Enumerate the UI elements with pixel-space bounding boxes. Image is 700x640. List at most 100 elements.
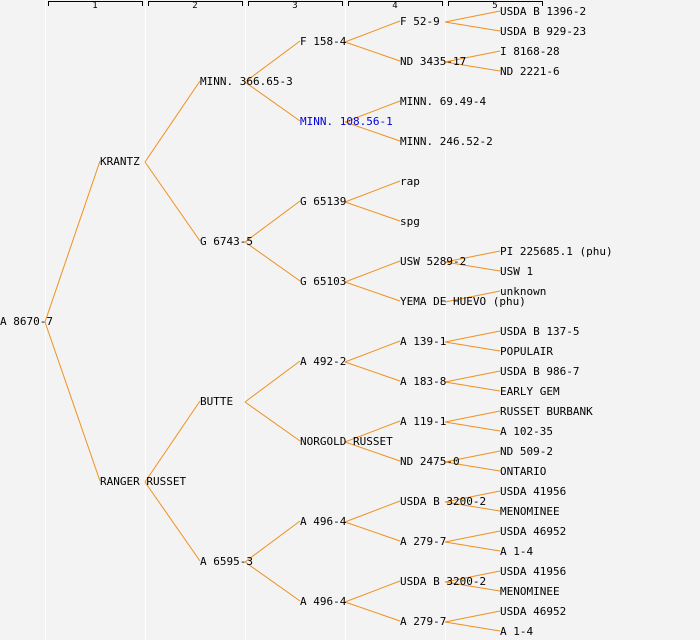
tree-edge — [344, 340, 401, 363]
pedigree-node[interactable]: ND 3435-17 — [400, 55, 467, 68]
pedigree-node[interactable]: USDA B 137-5 — [500, 325, 580, 338]
tree-edge — [444, 581, 501, 592]
pedigree-node[interactable]: ND 2221-6 — [500, 65, 560, 78]
generation-bracket — [448, 1, 543, 6]
tree-edge — [344, 361, 401, 382]
pedigree-node[interactable]: G 65103 — [300, 275, 347, 288]
tree-edge — [444, 621, 501, 632]
pedigree-node[interactable]: BUTTE — [200, 395, 234, 408]
tree-edge — [144, 481, 201, 562]
pedigree-node[interactable]: PI 225685.1 (phu) — [500, 245, 613, 258]
tree-edge — [444, 290, 501, 303]
pedigree-node[interactable]: A 1-4 — [500, 625, 534, 638]
pedigree-node[interactable]: A 279-7 — [400, 535, 447, 548]
pedigree-node[interactable]: ND 2475-0 — [400, 455, 460, 468]
pedigree-node[interactable]: spg — [400, 215, 420, 228]
tree-edge — [244, 40, 301, 83]
pedigree-node[interactable]: F 158-4 — [300, 35, 347, 48]
tree-edge — [144, 400, 201, 483]
pedigree-node[interactable]: USDA B 3200-2 — [400, 495, 487, 508]
tree-edge — [344, 100, 401, 123]
tree-edge — [444, 21, 501, 32]
pedigree-node[interactable]: A 119-1 — [400, 415, 447, 428]
tree-edge — [244, 360, 301, 403]
grid-lines — [45, 0, 446, 640]
tree-edge — [344, 281, 401, 302]
tree-edge — [344, 121, 401, 142]
pedigree-node[interactable]: MINN. 246.52-2 — [400, 135, 493, 148]
pedigree-node[interactable]: RANGER RUSSET — [100, 475, 187, 488]
tree-edge — [144, 80, 201, 163]
tree-edge — [244, 520, 301, 563]
tree-edge — [444, 541, 501, 552]
tree-edge — [344, 180, 401, 203]
generation-label: 2 — [192, 1, 198, 11]
generation-bracket — [48, 1, 143, 6]
tree-edge — [444, 10, 501, 23]
tree-edge — [344, 521, 401, 542]
pedigree-node[interactable]: A 279-7 — [400, 615, 447, 628]
generation-label: 1 — [92, 1, 98, 11]
pedigree-node[interactable]: USDA 41956 — [500, 485, 567, 498]
tree-edge — [344, 41, 401, 62]
pedigree-node[interactable]: A 8670-7 — [0, 315, 53, 328]
pedigree-node[interactable]: RUSSET BURBANK — [500, 405, 593, 418]
pedigree-node[interactable]: MENOMINEE — [500, 585, 560, 598]
pedigree-node[interactable]: A 102-35 — [500, 425, 553, 438]
pedigree-node[interactable]: MINN. 69.49-4 — [400, 95, 487, 108]
pedigree-node[interactable]: USDA 41956 — [500, 565, 567, 578]
pedigree-node[interactable]: USW 5289-2 — [400, 255, 467, 268]
pedigree-node[interactable]: YEMA DE HUEVO (phu) — [400, 295, 526, 308]
tree-edge — [444, 381, 501, 392]
pedigree-node[interactable]: USDA 46952 — [500, 605, 567, 618]
pedigree-node[interactable]: F 52-9 — [400, 15, 440, 28]
tree-edge — [244, 401, 301, 442]
pedigree-node[interactable]: rap — [400, 175, 420, 188]
pedigree-node[interactable]: A 1-4 — [500, 545, 534, 558]
tree-edge — [444, 50, 501, 63]
pedigree-node[interactable]: MENOMINEE — [500, 505, 560, 518]
tree-edge — [444, 490, 501, 503]
tree-edge — [444, 370, 501, 383]
pedigree-node[interactable]: A 6595-3 — [200, 555, 253, 568]
tree-edge — [444, 61, 501, 72]
tree-edge — [444, 461, 501, 472]
pedigree-node[interactable]: USDA B 986-7 — [500, 365, 580, 378]
tree-edge — [344, 420, 401, 443]
tree-edge — [344, 20, 401, 43]
pedigree-node[interactable]: USW 1 — [500, 265, 534, 278]
pedigree-node[interactable]: NORGOLD RUSSET — [300, 435, 393, 448]
tree-edge — [144, 161, 201, 242]
pedigree-node[interactable]: EARLY GEM — [500, 385, 560, 398]
pedigree-node[interactable]: A 183-8 — [400, 375, 447, 388]
pedigree-node[interactable]: G 65139 — [300, 195, 347, 208]
generation-label: 5 — [492, 1, 498, 11]
pedigree-node[interactable]: USDA 46952 — [500, 525, 567, 538]
tree-edges — [44, 10, 501, 632]
pedigree-node[interactable]: A 496-4 — [300, 595, 347, 608]
tree-edge — [444, 330, 501, 343]
pedigree-node[interactable]: A 492-2 — [300, 355, 347, 368]
pedigree-node[interactable]: unknown — [500, 285, 547, 298]
pedigree-node[interactable]: USDA B 929-23 — [500, 25, 587, 38]
tree-edge — [344, 601, 401, 622]
pedigree-node[interactable]: ONTARIO — [500, 465, 547, 478]
pedigree-node[interactable]: MINN. 108.56-1 — [300, 115, 393, 128]
pedigree-node[interactable]: POPULAIR — [500, 345, 553, 358]
generation-headers — [48, 1, 543, 6]
pedigree-node[interactable]: KRANTZ — [100, 155, 140, 168]
pedigree-node[interactable]: MINN. 366.65-3 — [200, 75, 293, 88]
pedigree-node[interactable]: A 496-4 — [300, 515, 347, 528]
pedigree-node[interactable]: A 139-1 — [400, 335, 447, 348]
generation-bracket — [348, 1, 443, 6]
tree-edge — [344, 580, 401, 603]
pedigree-node[interactable]: I 8168-28 — [500, 45, 560, 58]
tree-edge — [444, 570, 501, 583]
pedigree-node[interactable]: USDA B 3200-2 — [400, 575, 487, 588]
pedigree-node[interactable]: USDA B 1396-2 — [500, 5, 587, 18]
tree-edge — [444, 450, 501, 463]
pedigree-node[interactable]: G 6743-5 — [200, 235, 253, 248]
tree-edge — [244, 200, 301, 243]
pedigree-node[interactable]: ND 509-2 — [500, 445, 553, 458]
